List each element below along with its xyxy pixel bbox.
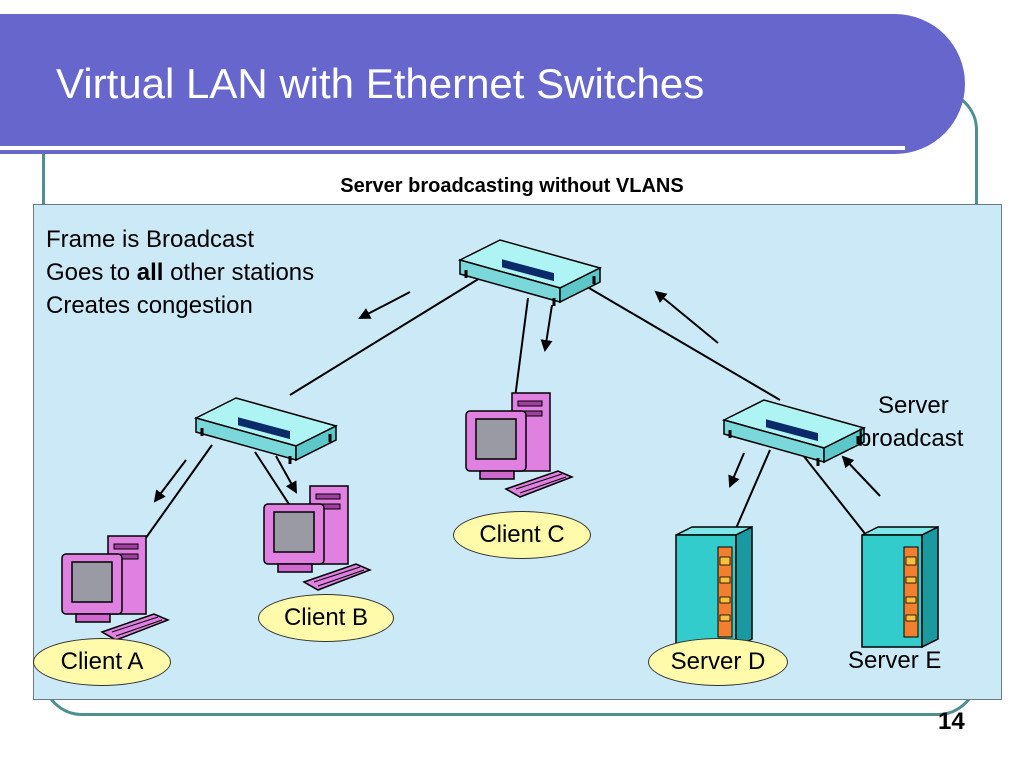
arrow-up-from-server-e	[841, 455, 881, 497]
title-banner: Virtual LAN with Ethernet Switches	[0, 14, 965, 154]
note-creates-congestion: Creates congestion	[46, 292, 253, 319]
server-d-cabinet	[675, 526, 753, 648]
link-top-switch-left-switch	[289, 277, 481, 396]
page-number: 14	[938, 708, 965, 735]
broadcast-arrows	[153, 290, 881, 503]
arrow-to-server-d	[728, 452, 745, 488]
note-frame-broadcast: Frame is Broadcast	[46, 226, 255, 253]
computer-client-c	[465, 392, 573, 498]
arrow-up-to-top-switch	[654, 290, 719, 344]
server-e-label: Server E	[848, 647, 942, 674]
server-broadcast-label-line1: Server	[878, 392, 949, 419]
broadcast-notes: Frame is Broadcast Goes to all other sta…	[46, 223, 314, 322]
arrow-to-left-branch	[358, 291, 411, 319]
computer-client-b	[263, 485, 371, 591]
switch-left	[194, 396, 338, 466]
link-right-switch-server-e	[794, 444, 871, 541]
link-top-switch-client-c	[514, 297, 529, 399]
switch-top	[458, 238, 602, 308]
client-b-label: Client B	[258, 594, 394, 642]
diagram-subtitle: Server broadcasting without VLANS	[340, 175, 684, 197]
server-d-label: Server D	[648, 638, 788, 686]
server-broadcast-label-line2: broadcast	[858, 425, 964, 452]
arrow-to-client-b	[275, 455, 297, 494]
switch-right	[722, 398, 866, 468]
client-c-label: Client C	[453, 511, 591, 559]
title-underline	[0, 146, 905, 150]
arrow-to-client-a	[153, 459, 187, 503]
server-e-cabinet	[861, 526, 939, 648]
note-all-emphasis: all	[136, 259, 164, 286]
computer-client-a	[61, 535, 169, 641]
link-top-switch-right-switch	[571, 277, 781, 401]
slide-title: Virtual LAN with Ethernet Switches	[56, 60, 705, 107]
client-a-label: Client A	[33, 638, 171, 686]
arrow-to-client-c	[540, 304, 553, 352]
note-goes-to-all: Goes to all other stations	[46, 259, 315, 286]
link-right-switch-server-d	[733, 449, 771, 534]
